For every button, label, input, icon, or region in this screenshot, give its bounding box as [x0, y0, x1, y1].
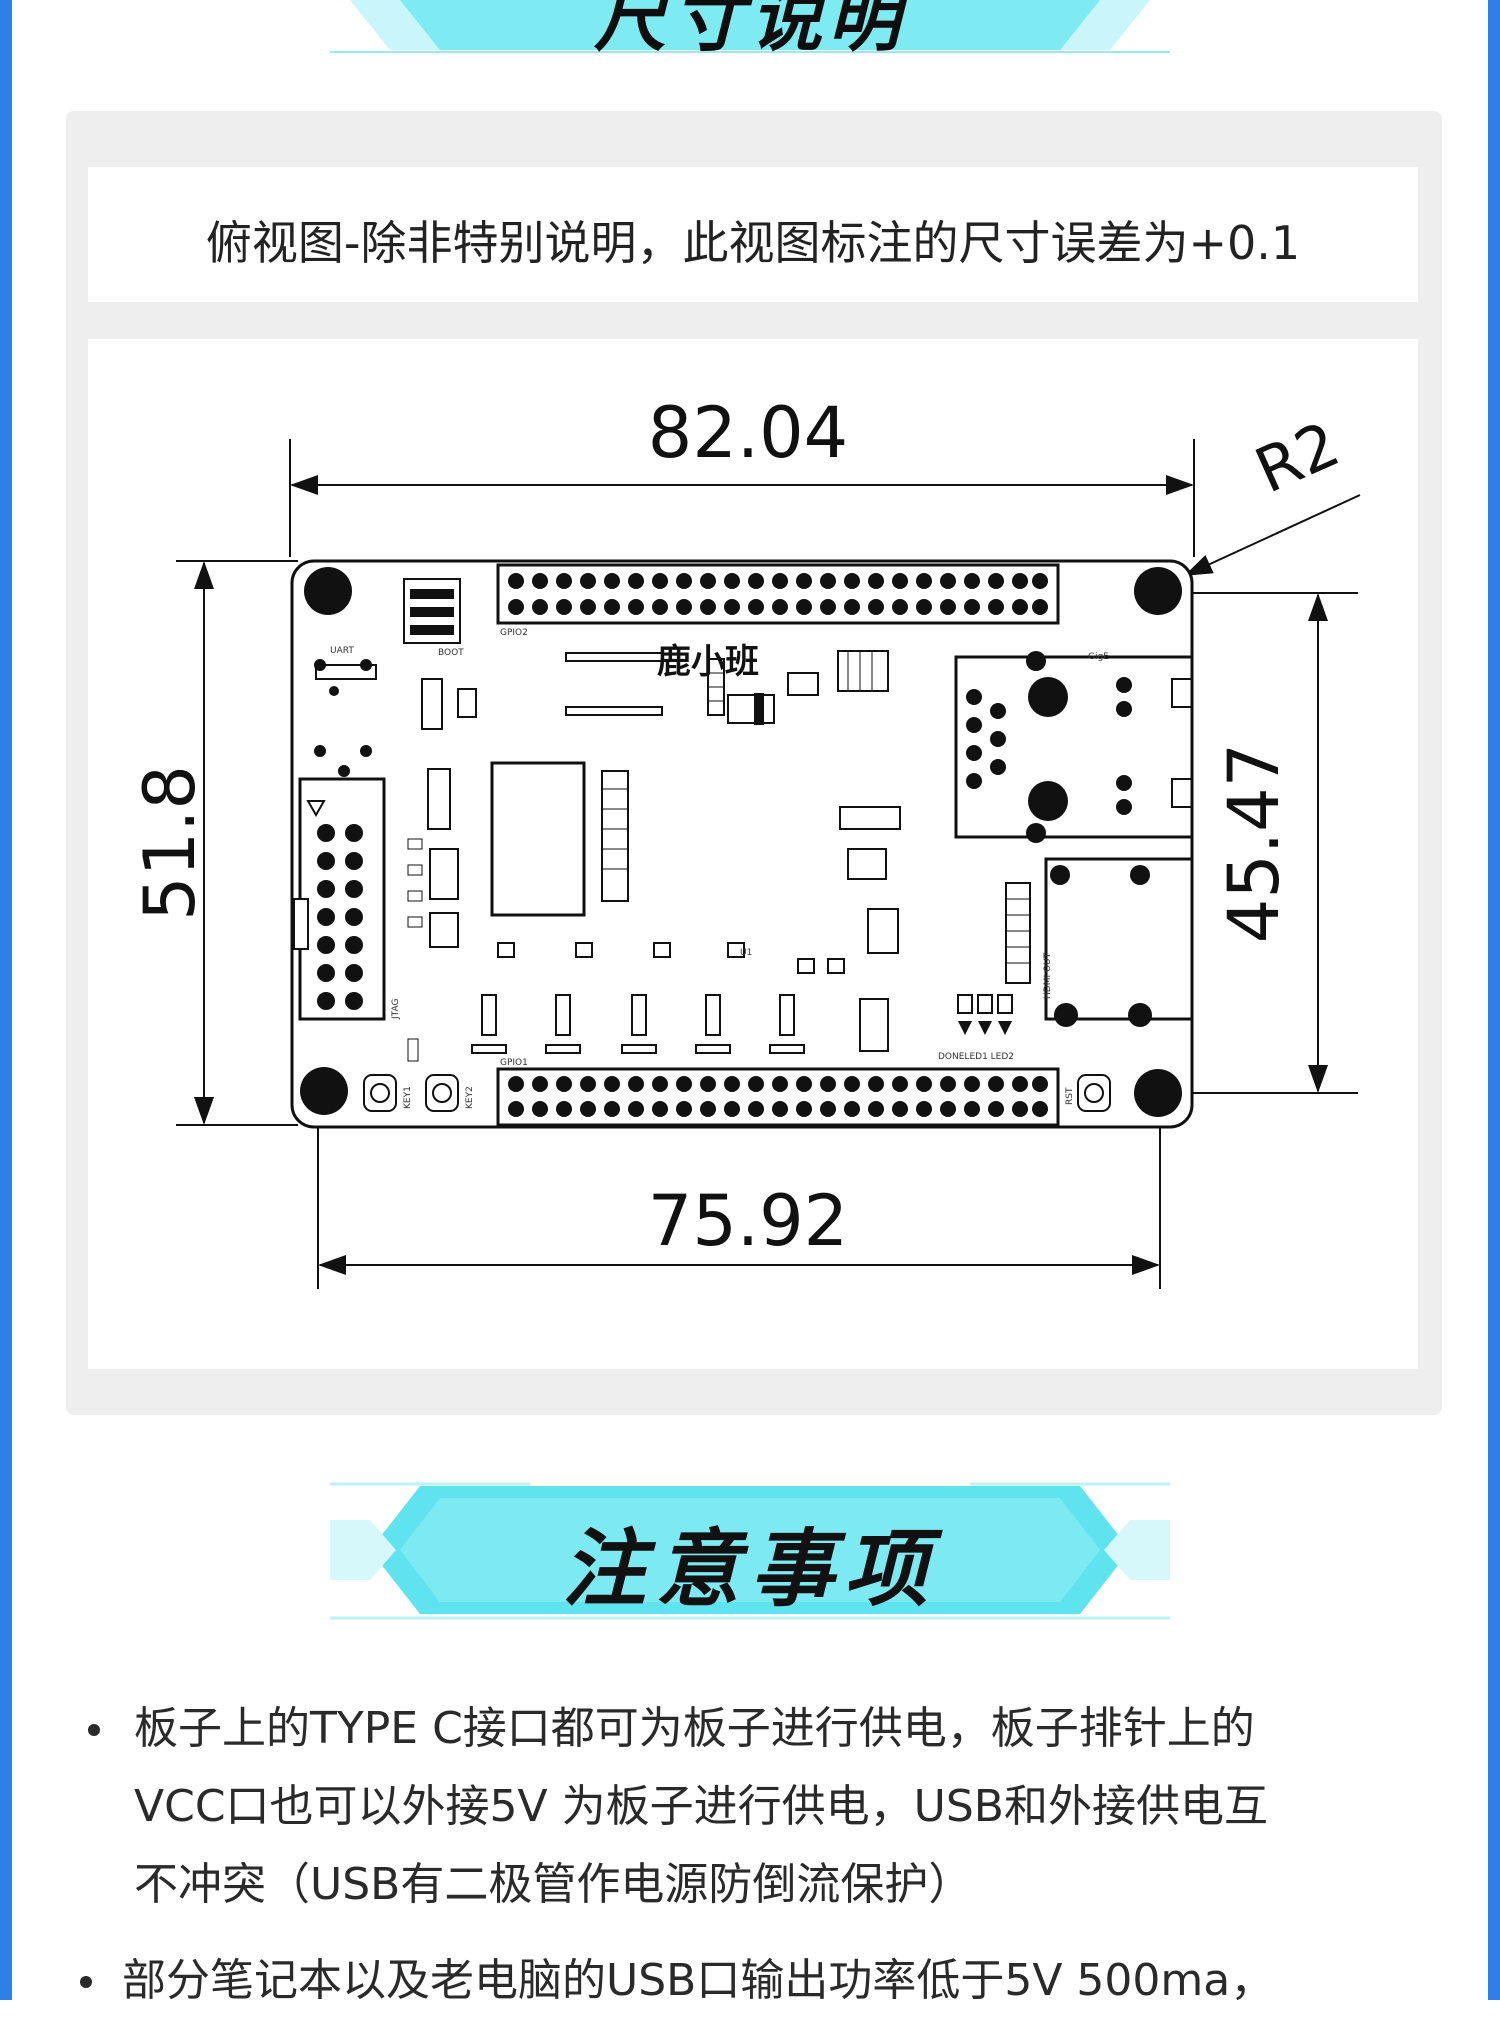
notes-section-banner: 注意事项 [330, 1480, 1170, 1620]
right-accent-bar [1488, 0, 1500, 2000]
dim-width-label: 82.04 [648, 392, 848, 474]
key1-button [363, 1074, 397, 1112]
gpio2-pins [508, 573, 1048, 615]
mounting-hole-top-right [1134, 567, 1182, 615]
gige-label: GigE [1088, 652, 1109, 662]
jtag-label: JTAG [391, 999, 401, 1020]
mounting-hole-bottom-left [300, 1067, 348, 1115]
note-line: 不冲突（USB有二极管作电源防倒流保护） [134, 1859, 973, 1910]
flash-chip [490, 761, 586, 917]
gpio1-header [496, 1067, 1060, 1127]
key1-label: KEY1 [403, 1086, 413, 1109]
dim-height-label: 51.8 [129, 765, 211, 921]
led-1 [977, 994, 993, 1014]
bullet-icon [80, 1976, 92, 1988]
notes-banner-background [330, 1482, 1170, 1620]
gpio2-header [496, 563, 1060, 625]
dimension-caption: 俯视图-除非特别说明，此视图标注的尺寸误差为+0.1 [205, 216, 1301, 270]
note-line: 板子上的TYPE C接口都可为板子进行供电，板子排针上的 [134, 1703, 1255, 1754]
dimension-section-banner: 尺寸说明 [330, 0, 1170, 61]
dimension-section-title: 尺寸说明 [593, 0, 906, 61]
boot-switch [403, 578, 461, 644]
board-top-view-drawing: 82.04 75.92 51.8 45.47 R2 GPIO2 GPIO1 B [129, 392, 1361, 1289]
left-accent-bar [0, 0, 12, 2000]
note-item-usb-power: 部分笔记本以及老电脑的USB口输出功率低于5V 500ma， [80, 1942, 1448, 2020]
boot-label: BOOT [438, 648, 464, 658]
key2-label: KEY2 [465, 1086, 475, 1109]
board-drawing-box: 82.04 75.92 51.8 45.47 R2 GPIO2 GPIO1 B [88, 339, 1418, 1369]
u1-label: U1 [740, 948, 752, 958]
uart-label: UART [330, 646, 354, 656]
banner-background [330, 0, 1170, 53]
notes-list: 板子上的TYPE C接口都可为板子进行供电，板子排针上的 VCC口也可以外接5V… [80, 1690, 1448, 2020]
gpio1-label: GPIO1 [500, 1058, 528, 1068]
dim-hole-x-label: 75.92 [648, 1180, 848, 1262]
bullet-icon [88, 1724, 100, 1736]
note-item-power: 板子上的TYPE C接口都可为板子进行供电，板子排针上的 VCC口也可以外接5V… [88, 1690, 1448, 1924]
hdmi-connector [1044, 857, 1194, 1021]
led-labels: DONELED1 LED2 [938, 1052, 1014, 1062]
note-line: 部分笔记本以及老电脑的USB口输出功率低于5V 500ma， [122, 1955, 1275, 2006]
hdmi-out-label: HDMI OUT [1043, 952, 1053, 999]
dim-hole-y-label: 45.47 [1213, 743, 1295, 943]
jtag-pins [317, 824, 363, 1010]
reset-button [1077, 1074, 1111, 1112]
gpio1-pins [508, 1076, 1048, 1117]
key2-button [425, 1074, 459, 1112]
led-done [957, 994, 973, 1014]
board-outline [290, 559, 1194, 1129]
notes-section-title: 注意事项 [561, 1520, 938, 1618]
mounting-hole-bottom-right [1134, 1069, 1182, 1117]
mounting-hole-top-left [304, 567, 352, 615]
note-line: VCC口也可以外接5V 为板子进行供电，USB和外接供电互 [134, 1781, 1268, 1832]
rst-label: RST [1065, 1087, 1075, 1105]
power-regulators [471, 942, 845, 1054]
ethernet-connector [954, 655, 1194, 839]
caption-box: 俯视图-除非特别说明，此视图标注的尺寸误差为+0.1 [88, 167, 1418, 302]
corner-radius-label: R2 [1245, 407, 1350, 507]
gpio2-label: GPIO2 [500, 628, 528, 638]
radius-leader-line [1184, 494, 1361, 576]
led-2 [997, 994, 1013, 1014]
